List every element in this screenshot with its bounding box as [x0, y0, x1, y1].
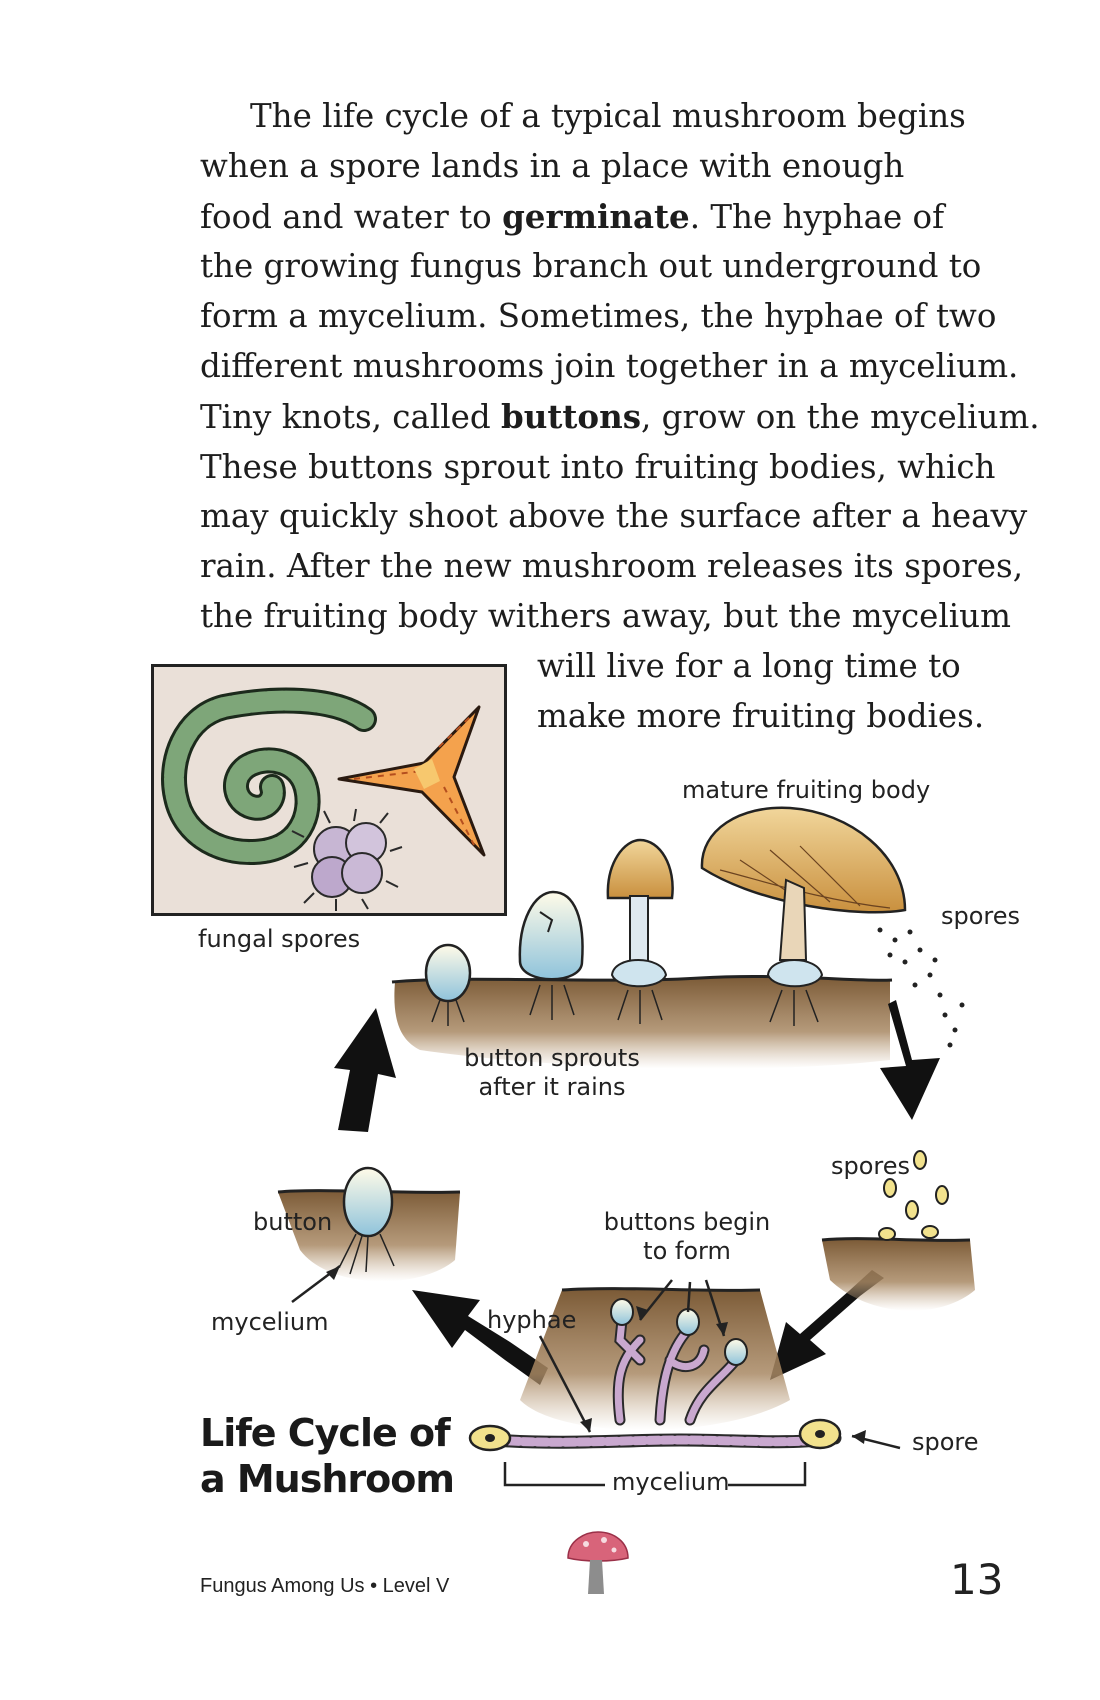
- label-button: button: [253, 1208, 333, 1236]
- text-line: food and water to germinate. The hyphae …: [200, 192, 1020, 243]
- fungal-spores-illustration: [151, 664, 507, 916]
- hyphae-network: [610, 1298, 748, 1426]
- label-line: after it rains: [478, 1072, 626, 1101]
- text-line: The life cycle of a typical mushroom beg…: [250, 97, 966, 135]
- label-line: button sprouts: [464, 1044, 640, 1072]
- sprouting-button-icon: [518, 890, 584, 1020]
- arrow-up: [334, 1008, 396, 1132]
- label-line: buttons begin: [603, 1208, 771, 1236]
- text-line: may quickly shoot above the surface afte…: [200, 497, 1028, 536]
- text-fragment: Tiny knots, called: [200, 397, 502, 436]
- body-paragraph: The life cycle of a typical mushroom beg…: [200, 92, 1040, 741]
- arrow-up-left: [412, 1290, 548, 1385]
- spiky-spore-icon: [291, 808, 403, 911]
- label-fungal-spores: fungal spores: [198, 925, 361, 953]
- pointer-heads: [580, 1306, 866, 1444]
- right-soil: [821, 1225, 975, 1311]
- book-footer: Fungus Among Us • Level V: [200, 1575, 450, 1597]
- star-spore-icon: [337, 705, 486, 857]
- title-line: Life Cycle of: [200, 1411, 451, 1455]
- label-mature-fruiting-body: mature fruiting body: [682, 776, 931, 804]
- text-line: rain. After the new mushroom releases it…: [200, 547, 1024, 586]
- label-buttons-begin: buttons begin to form: [597, 1208, 777, 1266]
- spiral-spore-icon: [161, 687, 377, 865]
- label-line: to form: [643, 1236, 731, 1265]
- arrow-down-right: [880, 1000, 940, 1120]
- text-line: the growing fungus branch out undergroun…: [200, 247, 982, 286]
- label-hyphae: hyphae: [487, 1306, 577, 1334]
- text-line: These buttons sprout into fruiting bodie…: [200, 447, 996, 486]
- floating-spores: [883, 1150, 949, 1220]
- text-line: when a spore lands in a place with enoug…: [200, 146, 905, 185]
- young-mushroom-icon: [606, 838, 674, 1024]
- text-line: different mushrooms join together in a m…: [200, 346, 1019, 385]
- label-mycelium-bottom: mycelium: [612, 1468, 730, 1496]
- diagram-title: Life Cycle of a Mushroom: [200, 1410, 455, 1502]
- text-line: Tiny knots, called buttons, grow on the …: [200, 392, 1040, 443]
- label-spore: spore: [912, 1428, 979, 1456]
- small-button-icon: [424, 943, 472, 1026]
- page-number: 13: [950, 1555, 1004, 1604]
- text-fragment: food and water to: [200, 197, 503, 236]
- mycelium-strand: [468, 1418, 842, 1452]
- glossary-term-germinate: germinate: [502, 196, 690, 236]
- label-mycelium-left: mycelium: [211, 1308, 329, 1336]
- text-line: make more fruiting bodies.: [537, 696, 985, 735]
- falling-spores: [877, 927, 965, 1048]
- text-line: the fruiting body withers away, but the …: [200, 596, 1011, 635]
- text-fragment: . The hyphae of: [689, 197, 945, 236]
- label-spores-right: spores: [831, 1152, 911, 1180]
- text-fragment: , grow on the mycelium.: [641, 397, 1040, 436]
- title-line: a Mushroom: [200, 1457, 455, 1501]
- label-spores-top: spores: [941, 902, 1021, 930]
- text-line: form a mycelium. Sometimes, the hyphae o…: [200, 297, 997, 336]
- left-soil: [277, 1166, 461, 1303]
- mushroom-logo-icon: [567, 1531, 629, 1594]
- glossary-term-buttons: buttons: [501, 396, 642, 436]
- label-button-sprouts: button sprouts after it rains: [462, 1044, 642, 1102]
- mature-mushroom-icon: [700, 806, 907, 1026]
- text-line: will live for a long time to: [537, 646, 961, 685]
